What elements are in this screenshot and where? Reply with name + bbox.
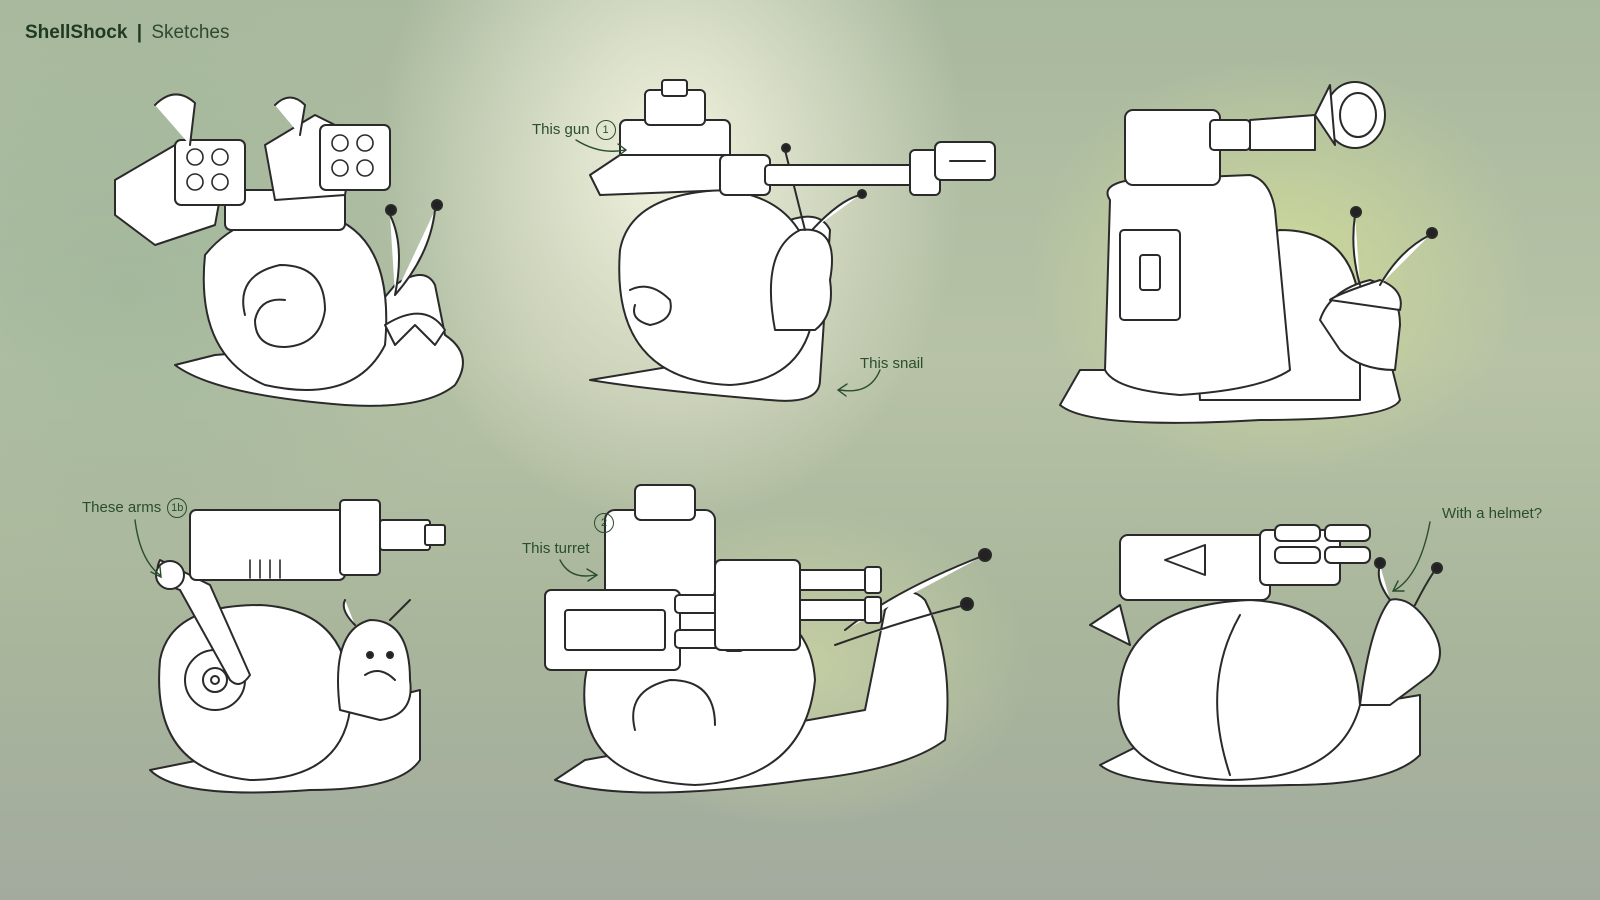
sketch-arm-cannon-snail <box>140 490 470 810</box>
section-title: Sketches <box>151 22 230 43</box>
note-these-arms: These arms 1b <box>82 498 188 518</box>
note-this-turret: This turret <box>522 540 590 557</box>
note-this-snail: This snail <box>860 355 923 372</box>
note-this-turret-number-wrap: 2 <box>588 513 614 533</box>
sketch-missile-pod-snail <box>95 85 495 425</box>
note-these-arms-text: These arms <box>82 499 162 516</box>
sketch-spotlight-turret-snail <box>1059 70 1460 430</box>
note-with-helmet: With a helmet? <box>1442 505 1542 522</box>
note-these-arms-number: 1b <box>167 498 188 518</box>
note-this-gun-number: 1 <box>595 120 616 140</box>
project-title: ShellShock <box>25 22 128 43</box>
note-this-turret-text: This turret <box>522 540 590 557</box>
title-separator: | <box>136 22 143 43</box>
sketch-multi-barrel-turret-snail <box>544 480 1015 810</box>
page-header: ShellShock | Sketches <box>25 22 229 44</box>
note-this-gun-text: This gun <box>532 121 590 138</box>
sketch-helmet-snail <box>1089 505 1480 810</box>
sketch-long-gun-snail <box>589 79 1010 420</box>
note-this-turret-number: 2 <box>594 513 614 533</box>
note-with-helmet-text: With a helmet? <box>1442 505 1543 522</box>
note-this-gun: This gun 1 <box>532 120 616 140</box>
note-this-snail-text: This snail <box>860 355 924 372</box>
